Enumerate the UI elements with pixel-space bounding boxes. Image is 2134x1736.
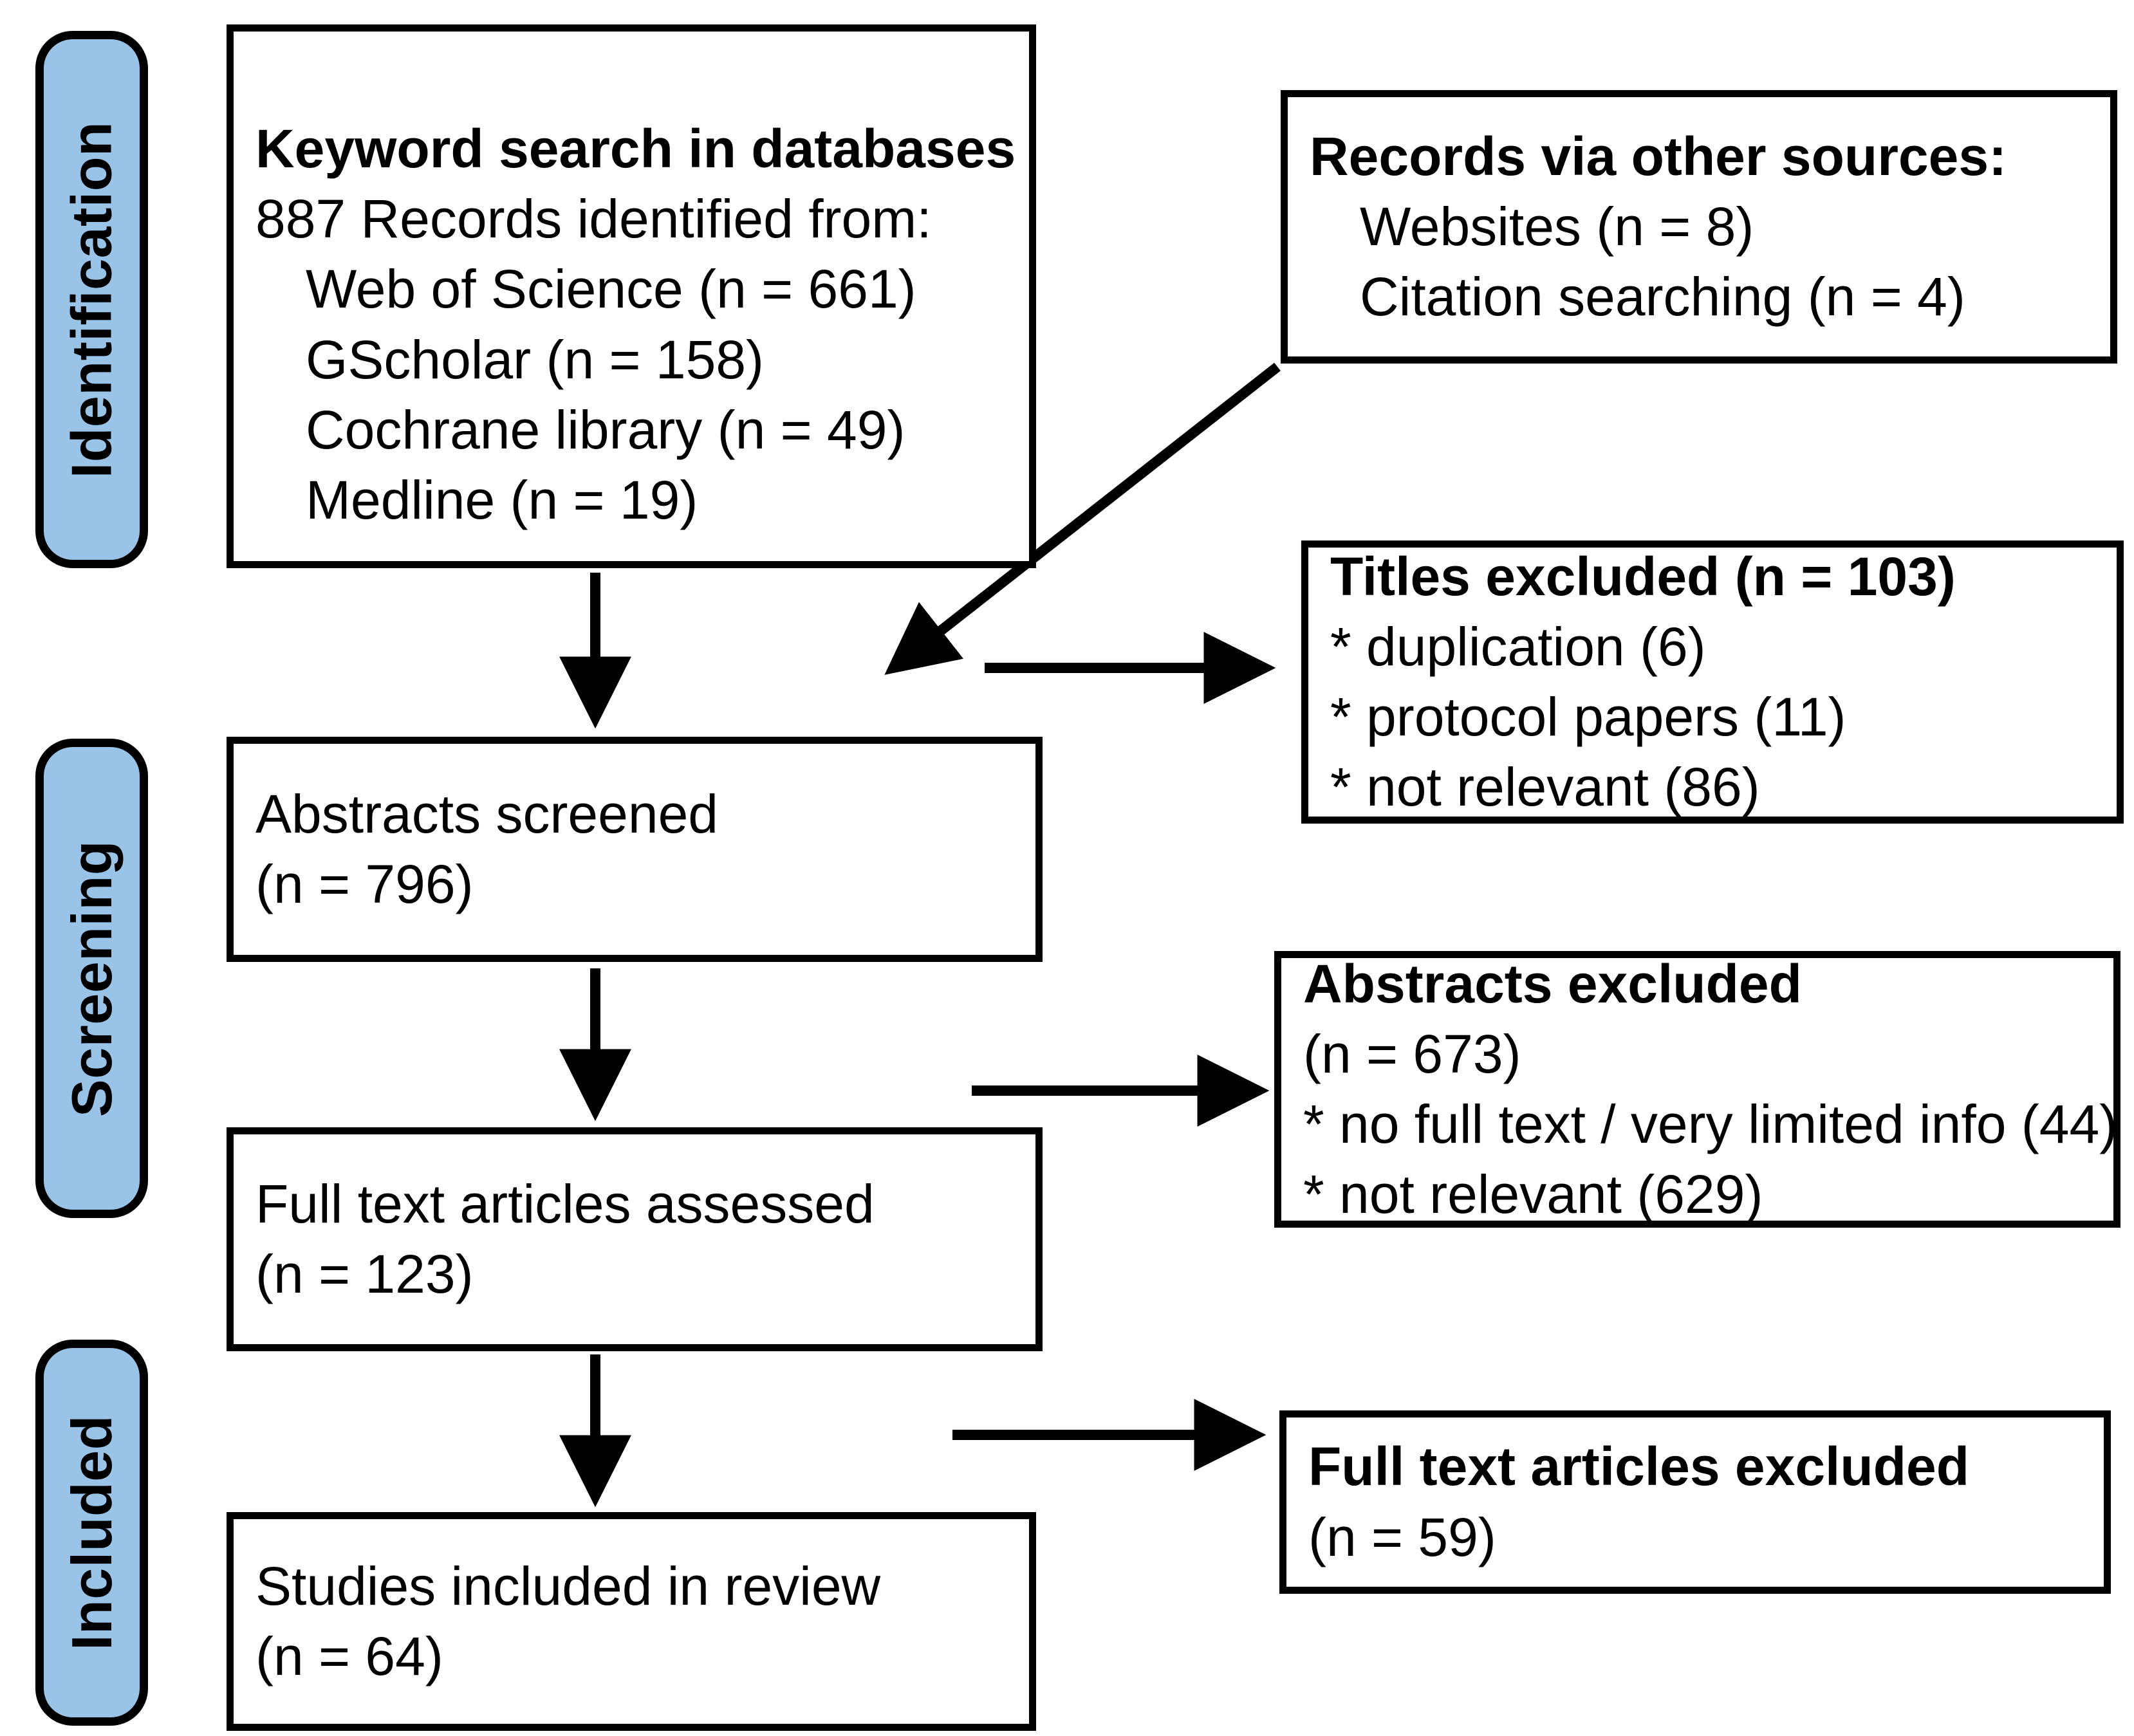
titles-excluded-line-2: * protocol papers (11) [1330,687,1846,747]
box-abstracts-screened: Abstracts screened (n = 796) [227,737,1043,962]
stage-identification-label: Identification [59,121,124,478]
stage-included-label: Included [59,1415,124,1650]
box-fulltext-excluded: Full text articles excluded (n = 59) [1279,1410,2111,1594]
stage-identification: Identification [35,31,148,568]
keyword-search-line-4: Cochrane library (n = 49) [306,399,905,460]
stage-included: Included [35,1340,148,1726]
stage-screening: Screening [35,739,148,1218]
titles-excluded-line-0: Titles excluded (n = 103) [1330,546,1956,607]
other-sources-line-2: Citation searching (n = 4) [1360,266,1965,328]
abstracts-excluded-line-2: * no full text / very limited info (44) [1303,1094,2118,1154]
other-sources-line-1: Websites (n = 8) [1360,196,1754,257]
studies-included-line-0: Studies included in review [255,1555,881,1616]
abstracts-screened-line-1: (n = 796) [255,854,474,914]
keyword-search-line-1: 887 Records identified from: [255,189,932,250]
stage-screening-label: Screening [59,840,124,1117]
abstracts-excluded-line-3: * not relevant (629) [1303,1164,1763,1225]
box-abstracts-excluded: Abstracts excluded (n = 673) * no full t… [1274,951,2120,1228]
abstracts-excluded-line-1: (n = 673) [1303,1023,1521,1084]
keyword-search-line-0: Keyword search in databases [255,118,1016,179]
keyword-search-line-5: Medline (n = 19) [306,469,698,530]
box-keyword-search: Keyword search in databases 887 Records … [227,24,1036,568]
titles-excluded-line-1: * duplication (6) [1330,616,1706,677]
box-other-sources: Records via other sources: Websites (n =… [1281,90,2117,364]
keyword-search-line-2: Web of Science (n = 661) [306,259,916,320]
fulltext-excluded-line-1: (n = 59) [1308,1506,1496,1567]
studies-included-line-1: (n = 64) [255,1626,443,1686]
box-studies-included: Studies included in review (n = 64) [227,1512,1036,1731]
fulltext-assessed-line-1: (n = 123) [255,1244,474,1304]
keyword-search-line-3: GScholar (n = 158) [306,329,765,390]
abstracts-screened-line-0: Abstracts screened [255,783,719,844]
box-titles-excluded: Titles excluded (n = 103) * duplication … [1301,540,2124,824]
fulltext-assessed-line-0: Full text articles assessed [255,1173,875,1234]
abstracts-excluded-line-0: Abstracts excluded [1303,953,1802,1014]
other-sources-line-0: Records via other sources: [1310,125,2007,187]
titles-excluded-line-3: * not relevant (86) [1330,757,1760,818]
fulltext-excluded-line-0: Full text articles excluded [1308,1436,1970,1497]
box-fulltext-assessed: Full text articles assessed (n = 123) [227,1127,1043,1351]
